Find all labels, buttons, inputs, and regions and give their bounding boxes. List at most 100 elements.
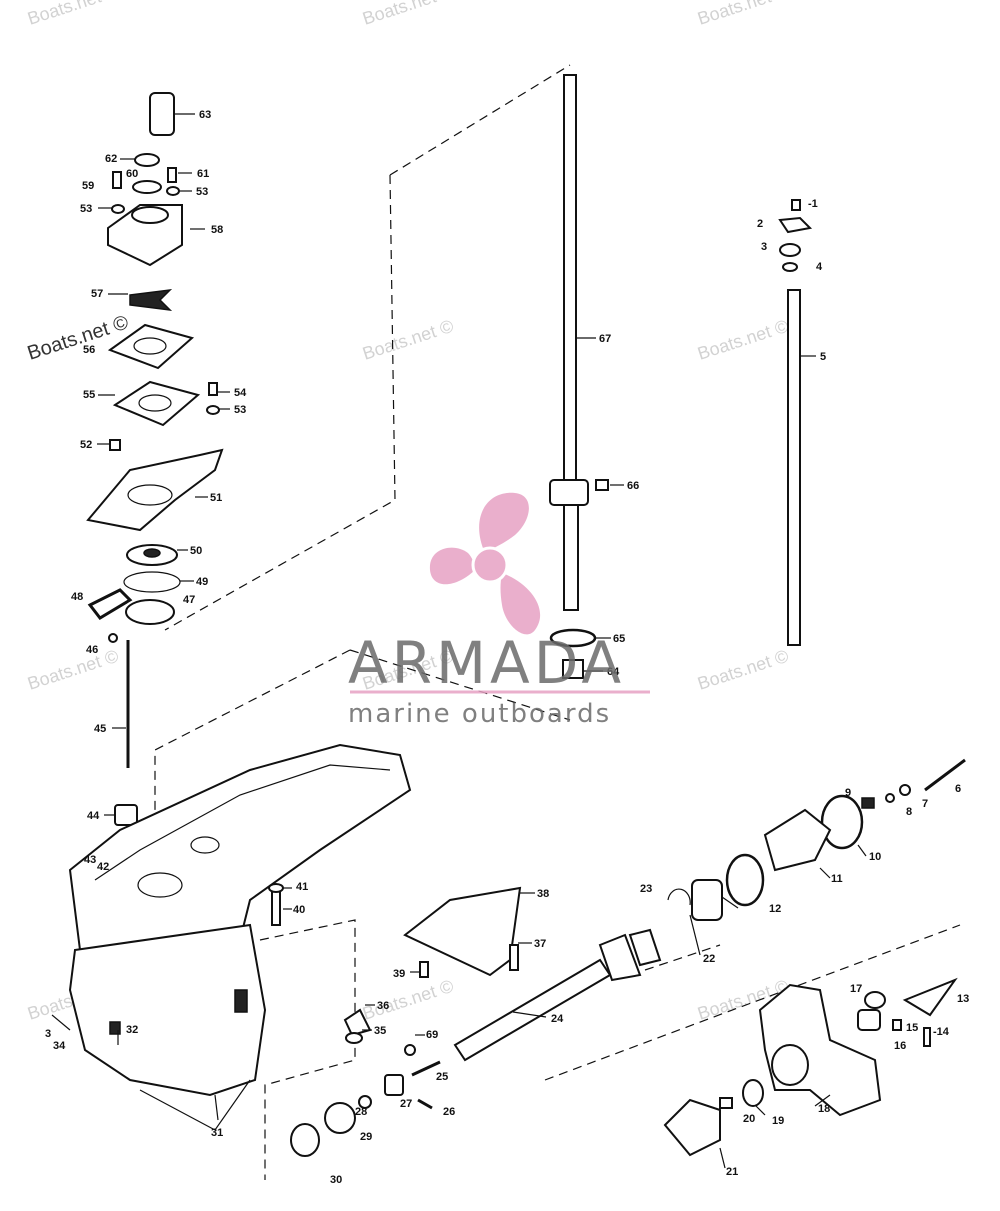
callout-55: 55 — [83, 389, 95, 401]
part-28 — [358, 1095, 372, 1109]
part-48 — [87, 588, 133, 620]
callout-53-b: 53 — [80, 203, 92, 215]
part-56 — [107, 323, 195, 370]
part-19 — [742, 1079, 764, 1107]
shaft-lower — [563, 504, 579, 611]
callout-36: 36 — [377, 1000, 389, 1012]
propeller-shaft-assembly — [290, 758, 966, 1157]
callout-29: 29 — [360, 1131, 372, 1143]
callout-46: 46 — [86, 644, 98, 656]
callout-18: 18 — [818, 1103, 830, 1115]
callout-27: 27 — [400, 1098, 412, 1110]
part-44 — [114, 804, 138, 826]
part-4 — [782, 262, 798, 272]
callout-42: 42 — [97, 861, 109, 873]
watermark: Boats.net © — [695, 0, 791, 29]
callout-28: 28 — [355, 1106, 367, 1118]
watermark: Boats.net © — [25, 311, 132, 364]
part-38 — [403, 886, 522, 977]
part-8 — [885, 793, 895, 803]
part-54 — [208, 382, 218, 396]
callout-53-a: 53 — [234, 404, 246, 416]
propeller-assembly — [663, 977, 958, 1157]
part-61 — [167, 167, 177, 183]
brand-name: ARMADA — [348, 629, 625, 697]
brand-tagline: marine outboards — [348, 699, 611, 729]
callout-57: 57 — [91, 288, 103, 300]
part-6 — [924, 758, 966, 792]
logo-blade — [429, 547, 476, 585]
callout-49: 49 — [196, 576, 208, 588]
callout-32: 32 — [126, 1024, 138, 1036]
logo-blade — [500, 573, 541, 635]
callout-16: 16 — [894, 1040, 906, 1052]
callout-20: 20 — [743, 1113, 755, 1125]
brand-logo: ARMADA marine outboards — [348, 492, 650, 729]
part-5 — [787, 289, 801, 646]
callout-14: -14 — [933, 1026, 950, 1038]
callout-54: 54 — [234, 387, 247, 399]
callout-3: 3 — [761, 241, 767, 253]
callout-62: 62 — [105, 153, 117, 165]
watermark: Boats.net © — [360, 0, 456, 29]
callout-40: 40 — [293, 904, 305, 916]
callout-22: 22 — [703, 953, 715, 965]
callout-25: 25 — [436, 1071, 448, 1083]
part-29 — [324, 1102, 356, 1134]
callout-13: 13 — [957, 993, 969, 1005]
callout-19: 19 — [772, 1115, 784, 1127]
leader-lines — [97, 113, 867, 1169]
propeller-logo-icon — [429, 492, 541, 635]
part-30 — [290, 1123, 320, 1157]
part-53 — [206, 405, 220, 415]
callout-39: 39 — [393, 968, 405, 980]
part-20 — [719, 1097, 733, 1109]
part-17 — [864, 991, 886, 1009]
watermark: Boats.net © — [360, 316, 456, 364]
callout-35: 35 — [374, 1025, 386, 1037]
callout-63: 63 — [199, 109, 211, 121]
part-32 — [109, 1021, 121, 1035]
part-23 — [667, 888, 691, 906]
callout-44: 44 — [87, 810, 100, 822]
callout-6: 6 — [955, 783, 961, 795]
part-53 — [166, 186, 180, 196]
callout-26: 26 — [443, 1106, 455, 1118]
part-31 — [68, 743, 412, 952]
part-27 — [384, 1074, 404, 1096]
part-51 — [86, 448, 224, 532]
part-62 — [134, 153, 160, 167]
part-64 — [562, 659, 584, 679]
part-12 — [725, 853, 765, 907]
gear-bearing — [628, 928, 662, 967]
part-37 — [509, 944, 519, 971]
prop-hub — [771, 1044, 809, 1086]
callout-8: 8 — [906, 806, 912, 818]
logo-hub — [471, 546, 509, 584]
callout-12: 12 — [769, 903, 781, 915]
water-pump-assembly — [72, 92, 224, 886]
callout-43: 43 — [84, 854, 96, 866]
shift-rod-assembly — [778, 199, 813, 646]
part-14 — [923, 1027, 931, 1047]
callout-38: 38 — [537, 888, 549, 900]
housing-body — [68, 923, 267, 1097]
part-59 — [112, 171, 122, 189]
callout-21: 21 — [726, 1166, 738, 1178]
part-21 — [663, 1098, 721, 1157]
gear-housing — [51, 743, 412, 1131]
part-15 — [892, 1019, 902, 1031]
part-57 — [129, 288, 173, 312]
part-41 — [268, 883, 284, 893]
housing-port — [234, 989, 248, 1013]
part-11 — [763, 808, 832, 872]
part-39 — [419, 961, 429, 978]
callout-51: 51 — [210, 492, 222, 504]
callout-56: 56 — [83, 344, 95, 356]
callout-11: 11 — [831, 873, 843, 885]
part-60 — [132, 180, 162, 194]
part-1 — [791, 199, 801, 211]
part-13 — [902, 977, 958, 1017]
watermark: Boats.net © — [25, 0, 121, 29]
